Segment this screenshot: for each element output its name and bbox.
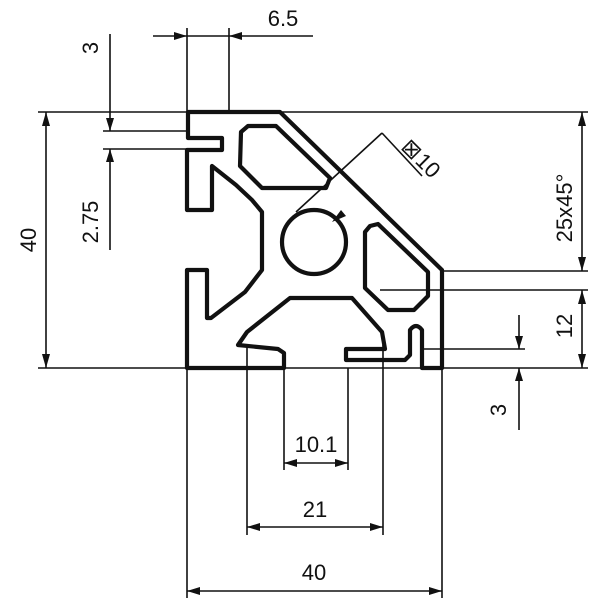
dim-slot-depth: 2.75 [78,201,103,244]
dimension-labels: 6.5 3 2.75 40 ⊠ 10 25x45° 12 3 10.1 21 4… [16,6,577,585]
dim-slot-width: 6.5 [268,6,299,31]
right-chamber [362,221,431,313]
dim-chamfer: 25x45° [552,174,577,243]
dim-height: 40 [16,228,41,252]
dim-slot-opening: 10.1 [295,432,338,457]
dim-width: 40 [302,560,326,585]
upper-chamber [237,123,333,191]
central-bore [279,207,349,277]
dim-top-wall: 3 [78,42,103,54]
dim-groove-width: 21 [303,497,327,522]
dim-bottom-wall: 3 [486,404,511,416]
extension-lines [38,28,588,598]
dimension-lines [42,32,586,595]
dim-right-offset: 12 [552,314,577,338]
profile-outer-contour [184,109,445,371]
